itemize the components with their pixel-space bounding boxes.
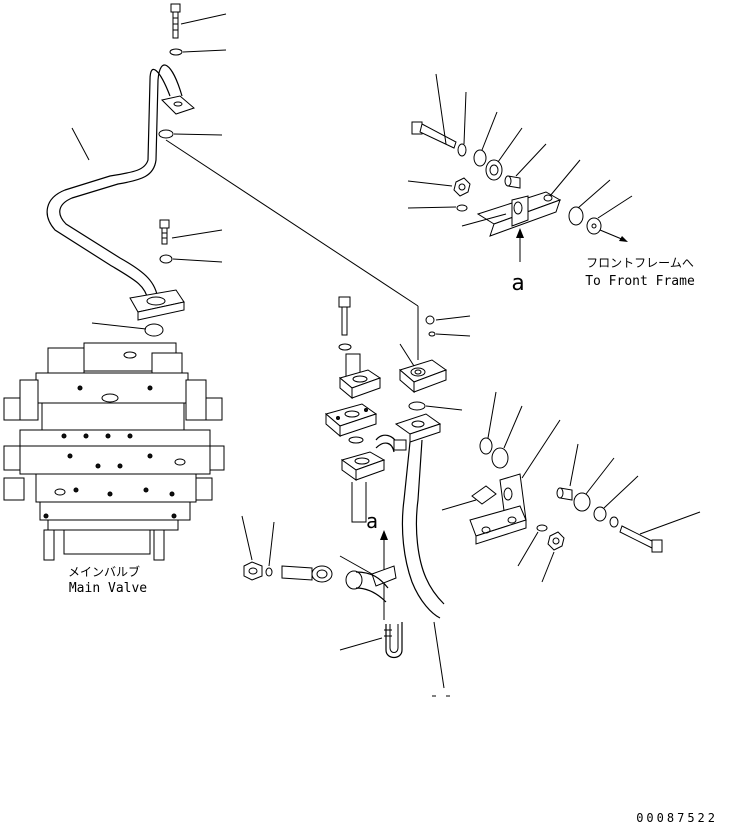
leader-line [173,133,223,136]
leader-line [71,127,90,161]
lower-washer-a [479,437,493,455]
leader-line [182,49,227,53]
bracket-washer-a [473,149,487,167]
leader-line [241,515,253,561]
mid-washer [159,254,173,264]
leader-line [433,621,445,689]
small-fitting-right [425,315,435,325]
leader-line [172,258,223,263]
curved-lower-pipe [401,439,445,619]
hose-o-ring [265,567,273,577]
leader-line [503,405,523,449]
front-frame-label-jp: フロントフレームへ [586,256,694,270]
leader-line [165,139,419,307]
leader-line [463,91,467,145]
leader-line [407,206,457,209]
bracket-small-washer [456,204,468,212]
view-a-arrow-upper [516,228,524,262]
leader-line [597,195,633,219]
drawing-number: 00087522 [636,811,718,825]
view-a-label-lower: a [366,509,378,533]
hose-end [345,570,389,603]
lower-bracket [469,473,527,545]
lower-washer-d [593,506,607,522]
leader-line [441,499,477,511]
lower-small-washer [536,524,548,532]
flange-washer [338,343,352,351]
hose-adapter [281,565,333,583]
mid-o-ring-left [348,436,364,444]
pipe-top-flange [161,95,195,115]
bracket-nut [453,177,471,197]
lower-nut [547,531,565,551]
leader-line [585,457,615,495]
view-a-label-upper: a [511,271,524,296]
lower-washer-b [491,447,509,469]
valve-o-ring [144,323,164,337]
bracket-washer-c [586,217,602,235]
leader-line [541,551,555,583]
top-washer [169,48,183,56]
leader-line [603,475,639,509]
leader-line [91,322,147,330]
main-valve-label-jp: メインバルブ [68,564,140,579]
leader-line [487,391,497,439]
top-bolt [170,3,181,39]
bracket-bolt [411,121,457,149]
split-flange-mid-left [324,403,378,438]
leader-line [180,13,227,25]
split-flange-upper-left [338,369,382,400]
lower-spring-washer [609,516,619,528]
front-frame-label-en: To Front Frame [585,274,695,289]
leader-line [549,159,581,197]
bracket-plate [476,191,562,237]
leader-line [171,229,223,239]
bracket-collar [485,159,503,181]
leader-line [569,443,579,487]
split-flange-lower-left [340,451,386,481]
leader-line [435,333,471,337]
leader-line [407,180,453,187]
bracket-spring-washer [457,143,467,157]
leader-line [339,555,373,575]
pipe-clamp [371,565,397,587]
mid-bolt [159,219,170,245]
lower-clamp-half [471,485,497,505]
leader-line [268,521,275,567]
mid-o-ring-right [408,401,426,411]
leader-line [435,73,447,145]
pipe-lower-flange [129,289,185,321]
leader-line [435,315,471,321]
main-valve [3,342,225,561]
u-bolt [384,622,403,659]
flange-bolt [338,296,351,336]
leader-line [639,511,701,535]
hose-nut [243,561,263,581]
to-front-frame-arrow [599,229,628,242]
leader-line [481,111,498,151]
long-hydraulic-pipe [46,64,183,301]
lower-bracket-bolt [619,525,663,553]
leader-line [399,343,415,367]
leader-line [515,143,547,177]
leader-line [521,419,561,479]
small-o-ring-right [428,331,436,337]
split-flange-upper-right [398,359,448,394]
lower-washer-c [573,492,591,512]
leader-line [497,127,523,163]
bracket-washer-b [568,206,584,226]
lower-pipe-stub [351,482,367,523]
leader-line [577,179,611,209]
split-flange-mid-right [394,413,442,443]
top-o-ring [158,129,174,139]
lower-spacer [556,487,573,501]
main-valve-label-en: Main Valve [69,581,147,596]
leader-line [425,405,463,411]
leader-line [517,531,539,567]
leader-line [461,213,507,227]
bracket-spacer [504,175,521,189]
hose-elbow [375,434,407,453]
leader-line [339,637,383,651]
